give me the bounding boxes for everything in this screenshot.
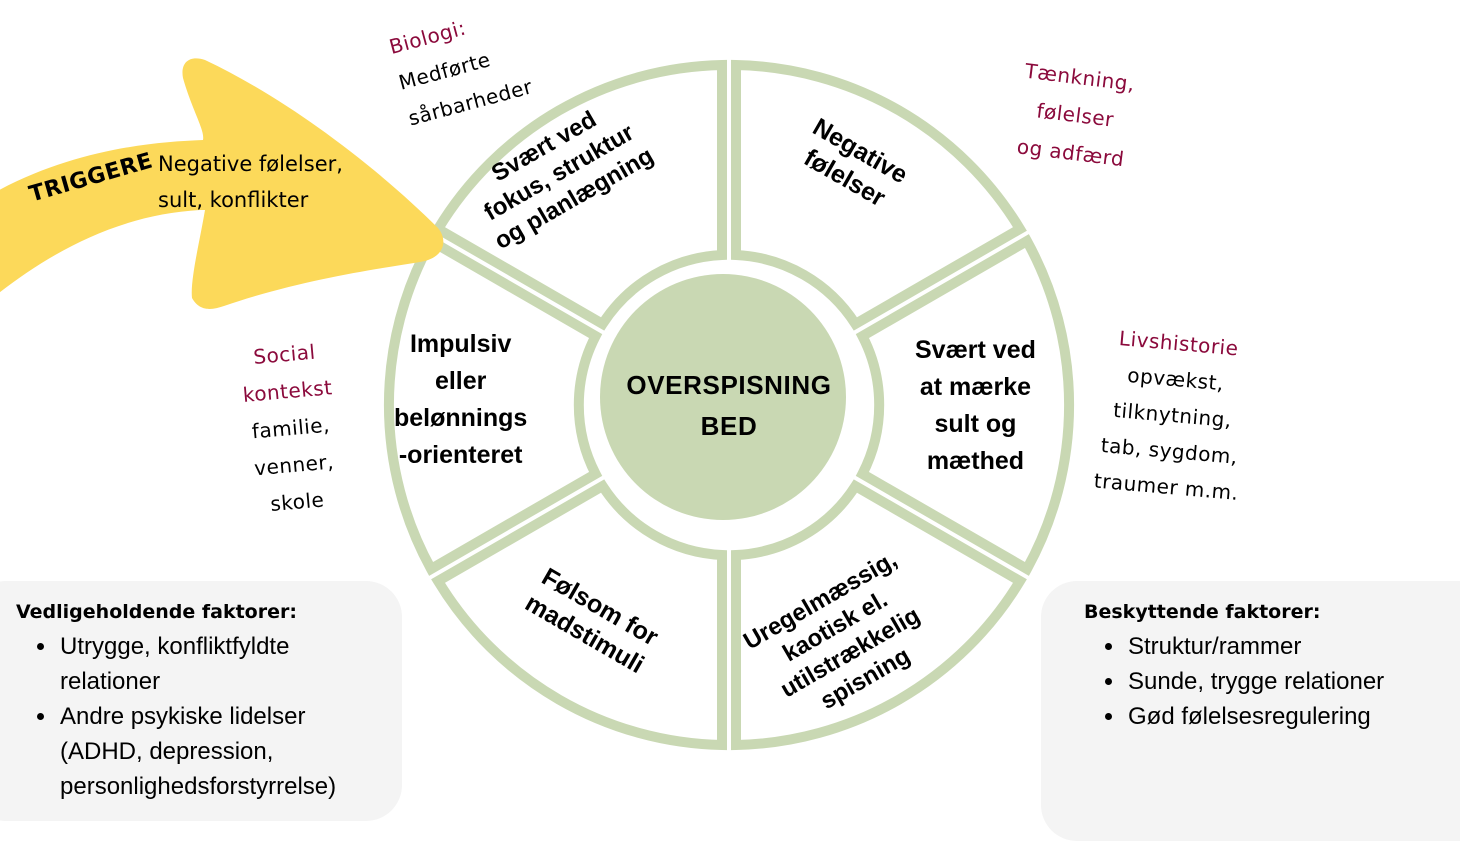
social-line: skole (269, 487, 326, 517)
trigger-arrow-shape (0, 58, 444, 309)
center-title: OVERSPISNING BED (599, 365, 859, 447)
protective-factors-title: Beskyttende faktorer: (1084, 601, 1321, 623)
overeating-wheel-diagram (0, 58, 1075, 751)
trigger-description: Negative følelser, sult, konflikter (158, 146, 343, 218)
wheel-segment-negative-feelings (731, 59, 1027, 331)
trigger-line: Negative følelser, (158, 152, 343, 176)
wheel-segments (383, 59, 1075, 751)
wheel-segment-impulsive (383, 234, 603, 576)
maintaining-item: Utrygge, konfliktfyldte relationer (58, 629, 360, 699)
maintaining-factors-list: Utrygge, konfliktfyldte relationer Andre… (16, 629, 402, 804)
protective-factors-box: Beskyttende faktorer: Struktur/rammer Su… (1041, 581, 1460, 841)
segment-line: belønnings (394, 404, 528, 432)
center-title-line: BED (700, 411, 758, 441)
segment-line: eller (434, 367, 487, 395)
segment-line: sult og (934, 410, 1017, 438)
segment-line: Impulsiv (409, 330, 512, 358)
wheel-segment-food-stimuli (431, 479, 727, 751)
protective-item: Struktur/rammer (1126, 629, 1460, 664)
protective-item: Gød følelsesregulering (1126, 699, 1460, 734)
thinking-label: Tænkning, følelser og adfærd (1013, 52, 1137, 179)
wheel-segment-focus (431, 59, 727, 331)
social-line: venner, (253, 449, 335, 481)
trigger-line: sult, konflikter (158, 188, 309, 212)
protective-item: Sunde, trygge relationer (1126, 664, 1460, 699)
protective-factors-list: Struktur/rammer Sunde, trygge relationer… (1084, 629, 1460, 734)
segment-label-impulsive: Impulsiv eller belønnings -orienteret (394, 326, 527, 474)
segment-line: Svært ved (915, 336, 1036, 364)
wheel-segment-hunger-satiety (855, 234, 1075, 576)
maintaining-item: Andre psykiske lidelser (ADHD, depressio… (58, 699, 380, 804)
life-history-label: Livshistorie opvækst, tilknytning, tab, … (1092, 319, 1252, 511)
segment-label-hunger-satiety: Svært ved at mærke sult og mæthed (915, 332, 1036, 480)
segment-line: -orienteret (398, 441, 523, 469)
maintaining-factors-title: Vedligeholdende faktorer: (16, 601, 297, 623)
segment-line: mæthed (926, 447, 1025, 475)
center-circle (600, 274, 846, 520)
wheel-segment-irregular-eating (731, 479, 1027, 751)
social-context-label: Social kontekst familie, venner, skole (238, 332, 344, 524)
center-title-line: OVERSPISNING (626, 370, 832, 400)
maintaining-factors-box: Vedligeholdende faktorer: Utrygge, konfl… (0, 581, 402, 821)
segment-line: at mærke (919, 373, 1032, 401)
